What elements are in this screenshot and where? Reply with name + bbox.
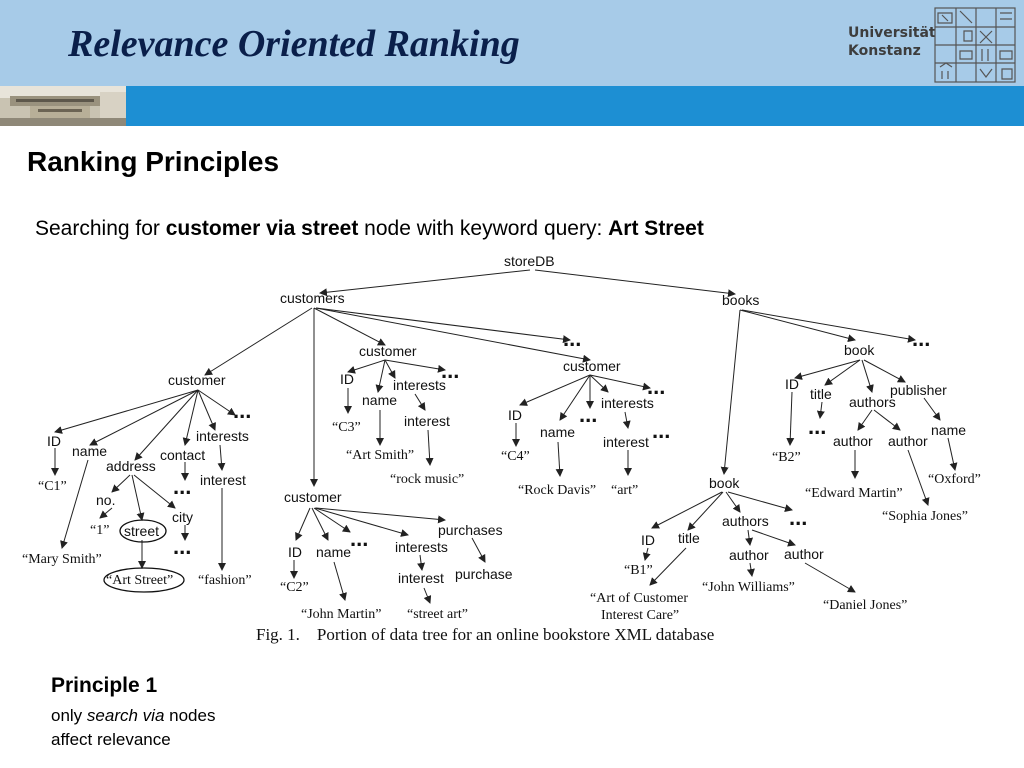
node-c1-interests: interests xyxy=(196,428,249,444)
value-john-martin: “John Martin” xyxy=(301,607,381,622)
node-customer-c3: customer xyxy=(359,343,417,359)
ellipsis: ... xyxy=(912,326,930,351)
node-c1-no: no. xyxy=(96,492,115,508)
value-daniel-jones: “Daniel Jones” xyxy=(823,598,907,613)
node-c3-interest: interest xyxy=(404,413,450,429)
node-c1-name: name xyxy=(72,443,107,459)
node-b2-authors: authors xyxy=(849,394,896,410)
node-c1-contact: contact xyxy=(160,447,205,463)
value-no-1: “1” xyxy=(90,523,109,538)
node-c4-id: ID xyxy=(508,407,522,423)
node-c3-interests: interests xyxy=(393,377,446,393)
node-c2-name: name xyxy=(316,544,351,560)
section-heading: Ranking Principles xyxy=(27,146,280,177)
node-books: books xyxy=(722,292,759,308)
node-c2-interest: interest xyxy=(398,570,444,586)
node-c2-purchases: purchases xyxy=(438,522,503,538)
node-b2-publisher: publisher xyxy=(890,382,947,398)
node-b2-author-2: author xyxy=(888,433,928,449)
value-street-art: “street art” xyxy=(407,607,468,622)
xml-data-tree: storeDB customers books customer ID name… xyxy=(22,253,981,622)
tree-labels: storeDB customers books customer ID name… xyxy=(22,253,981,622)
university-logo-text: Universität Konstanz xyxy=(848,25,936,59)
header-band xyxy=(0,86,1024,126)
node-b1-author-2: author xyxy=(784,546,824,562)
value-art: “art” xyxy=(611,483,638,498)
value-john-williams: “John Williams” xyxy=(702,580,795,595)
node-c2-purchase: purchase xyxy=(455,566,513,582)
node-b2-id: ID xyxy=(785,376,799,392)
value-sophia-jones: “Sophia Jones” xyxy=(882,509,968,524)
value-edward-martin: “Edward Martin” xyxy=(805,486,903,501)
value-c2: “C2” xyxy=(280,580,309,595)
node-b1-author-1: author xyxy=(729,547,769,563)
node-customers: customers xyxy=(280,290,345,306)
value-oxford: “Oxford” xyxy=(928,472,981,487)
node-b1-authors: authors xyxy=(722,513,769,529)
ellipsis: ... xyxy=(173,474,191,499)
figure-caption: Fig. 1. Portion of data tree for an onli… xyxy=(256,625,715,644)
node-book-b2: book xyxy=(844,342,875,358)
node-book-b1: book xyxy=(709,475,740,491)
ellipsis: ... xyxy=(563,326,581,351)
value-rock-davis: “Rock Davis” xyxy=(518,483,596,498)
node-c1-id: ID xyxy=(47,433,61,449)
value-c1: “C1” xyxy=(38,479,67,494)
value-b1-title-line2: Interest Care” xyxy=(601,608,679,622)
principle-text: only search via nodes affect relevance xyxy=(51,706,216,749)
node-c2-id: ID xyxy=(288,544,302,560)
value-fashion: “fashion” xyxy=(198,573,252,588)
ellipsis: ... xyxy=(647,374,665,399)
node-b2-title: title xyxy=(810,386,832,402)
ellipsis: ... xyxy=(441,358,459,383)
ellipsis: ... xyxy=(789,505,807,530)
node-storedb: storeDB xyxy=(504,253,555,269)
ellipsis: ... xyxy=(350,526,368,551)
ellipsis: ... xyxy=(233,398,251,423)
node-c1-address: address xyxy=(106,458,156,474)
value-c4: “C4” xyxy=(501,449,530,464)
ellipsis: ... xyxy=(173,534,191,559)
building-photo xyxy=(0,86,126,126)
value-b2: “B2” xyxy=(772,450,801,465)
node-customer-c2: customer xyxy=(284,489,342,505)
value-art-street: “Art Street” xyxy=(106,573,173,588)
slide-title: Relevance Oriented Ranking xyxy=(68,23,520,65)
ellipsis: ... xyxy=(652,418,670,443)
principle-title: Principle 1 xyxy=(51,674,158,697)
node-b2-publisher-name: name xyxy=(931,422,966,438)
highlight-ellipses xyxy=(103,519,185,593)
node-b1-id: ID xyxy=(641,532,655,548)
node-c1-city: city xyxy=(172,509,193,525)
ellipsis: ... xyxy=(579,402,597,427)
value-b1: “B1” xyxy=(624,563,653,578)
node-customer-c4: customer xyxy=(563,358,621,374)
value-mary-smith: “Mary Smith” xyxy=(22,552,102,567)
node-c1-street: street xyxy=(124,523,159,539)
ellipsis: ... xyxy=(808,414,826,439)
query-description: Searching for customer via street node w… xyxy=(35,217,704,240)
node-customer-c1: customer xyxy=(168,372,226,388)
node-c2-interests: interests xyxy=(395,539,448,555)
slide-header: Relevance Oriented Ranking Universität K… xyxy=(0,0,1024,86)
node-c3-id: ID xyxy=(340,371,354,387)
node-c4-interest: interest xyxy=(603,434,649,450)
node-c1-interest: interest xyxy=(200,472,246,488)
value-art-smith: “Art Smith” xyxy=(346,448,414,463)
university-logo-icon xyxy=(934,7,1016,83)
node-b1-title: title xyxy=(678,530,700,546)
node-b2-author-1: author xyxy=(833,433,873,449)
tree-edges xyxy=(51,269,958,604)
node-c4-name: name xyxy=(540,424,575,440)
node-c4-interests: interests xyxy=(601,395,654,411)
value-rock-music: “rock music” xyxy=(390,472,464,487)
node-c3-name: name xyxy=(362,392,397,408)
value-c3: “C3” xyxy=(332,420,361,435)
value-b1-title-line1: “Art of Customer xyxy=(590,591,688,606)
